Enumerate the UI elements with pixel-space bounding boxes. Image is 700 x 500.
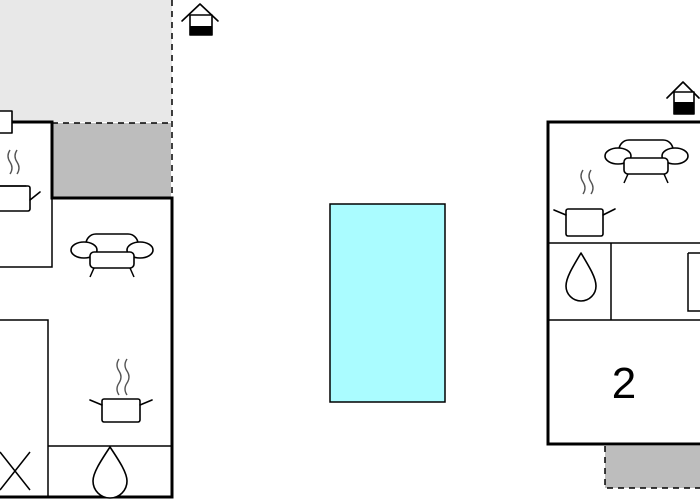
terrace-dashed-border — [52, 0, 173, 198]
house-entrance-icon — [181, 3, 219, 36]
window — [687, 252, 700, 312]
terrace-dashed-border — [604, 446, 700, 489]
shower-drop-icon — [92, 446, 128, 499]
kitchen-pot-icon — [0, 149, 41, 212]
bed-cross-icon — [0, 451, 31, 491]
right-building-inner-walls — [548, 242, 700, 321]
sofa-icon — [70, 233, 154, 278]
terrace-light — [0, 0, 172, 122]
kitchen-pot-icon — [553, 169, 616, 237]
appliance-box — [0, 110, 13, 134]
kitchen-pot-icon — [89, 358, 153, 423]
right-building-walls — [546, 120, 700, 446]
terrace-dark — [605, 446, 700, 488]
left-building-walls — [0, 120, 174, 499]
left-building-inner-walls — [0, 198, 172, 497]
house-entrance-icon — [666, 81, 700, 115]
terrace-dark — [52, 123, 171, 199]
shower-drop-icon — [565, 252, 597, 302]
bedroom-number: 2 — [612, 359, 636, 408]
swimming-pool — [329, 203, 446, 403]
sofa-icon — [604, 139, 689, 184]
